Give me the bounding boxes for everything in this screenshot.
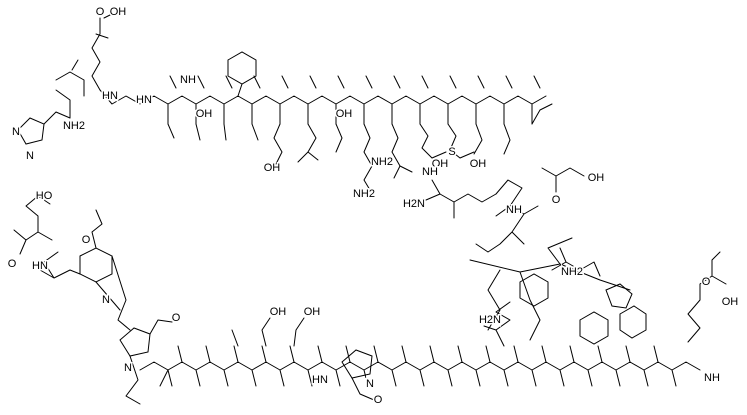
label-nh-end: NH [704,372,720,384]
label-nh-link2: NH [180,74,196,86]
label-hn-left: HN [32,260,48,272]
label-oh-ser: OH [336,108,353,120]
met-side [419,123,447,159]
acetic-acid [541,167,585,193]
indole-five-ring [605,283,633,309]
label-nh2-lys: NH2 [353,188,375,200]
glu-end [687,251,727,343]
left-ser-head [13,195,53,255]
label-oh-asp: OH [264,162,281,174]
label-hn-his: N [26,150,34,162]
asn-side [483,301,511,347]
top-pendants [167,75,541,125]
label-oh-ser3: OH [304,306,321,318]
label-nh2-gln: NH2 [371,156,393,168]
atom-labels: OH O NH2 N N HN HN NH OH OH OH NH2 NH2 S… [6,4,740,407]
top-backbone [99,89,547,105]
label-oh-glu-end: OH [722,296,739,308]
left-carbonyl-tails [125,319,173,405]
label-ho-ser-left: HO [36,190,53,202]
label-h2n-arg: H2N [403,198,425,210]
label-nh2-his: NH2 [63,120,85,132]
proline-ring-mid [341,349,373,379]
carbonyl-top-left [55,59,85,97]
label-o-ring: O [82,234,91,246]
label-o-glu-end: O [702,276,711,288]
label-hn-chain: HN [102,90,118,102]
bond-network [13,13,727,405]
bottom-backbone [139,361,701,371]
ser-gly-side [167,123,259,141]
phenyl-ring-top [227,51,257,85]
label-n-pro2: N [366,378,374,390]
ser-side [335,123,343,153]
label-s-met: S [448,146,455,158]
label-cooh-top: OH [110,6,127,18]
phenyl-ring-mid [519,273,549,307]
label-o-pro: O [172,312,181,324]
ser-bottom-sides [231,317,305,347]
label-o-pro2: O [374,394,383,406]
glu-side-2 [447,123,475,159]
label-n-pro: N [124,362,132,374]
imidazole-ring [17,117,45,145]
label-oh-glu-side: OH [470,158,487,170]
label-oh-ser2: OH [270,306,287,318]
label-oh-acid: OH [432,158,449,170]
glu-side-chain [91,13,113,91]
label-n-left: N [102,294,110,306]
lys-chain-right [551,247,601,277]
bottom-pendants [167,345,677,387]
gln-side [391,123,413,179]
middle-descender [475,179,539,253]
label-nh-arg2: NH [506,204,522,216]
left-heterocycle [79,247,113,283]
phenyl-ring-right [579,311,609,345]
pro-mid-carbonyl [351,377,375,401]
asp-side [273,123,283,165]
indole-six-ring [619,305,647,339]
phe-linker [237,83,243,97]
his-linker [43,89,71,125]
label-hn-link: HN [136,94,152,106]
label-hn-ser: HN [312,374,328,386]
crossing-bonds [469,237,631,341]
mid-side [473,103,553,155]
label-o-left: O [8,258,17,270]
label-h2n-asn: H2N [479,314,501,326]
label-acetic-oh: OH [588,172,605,184]
label-nh-arg: NH [422,166,438,178]
left-cross-bonds [39,209,131,331]
label-o-top: O [96,6,105,18]
leu-side [297,123,319,163]
proline-ring-left [119,327,151,357]
arg-guanidine [425,179,497,219]
label-oh-gly: OH [196,108,213,120]
label-acetic-o: O [552,194,561,206]
label-n-his: N [12,126,20,138]
lys-side [363,123,373,191]
label-nh2-lys2: NH2 [561,266,583,278]
